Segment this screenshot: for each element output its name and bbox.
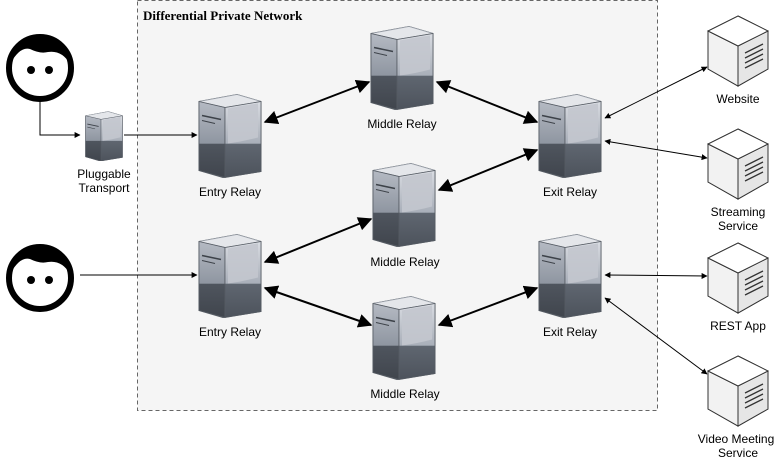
streaming-service-label-line2: Service	[718, 219, 758, 233]
exit-relay-2-server-icon	[538, 233, 602, 318]
entry-relay-2-label: Entry Relay	[199, 325, 261, 339]
middle-relay-3-label: Middle Relay	[370, 387, 439, 401]
video-meeting-label-line2: Service	[718, 446, 758, 460]
website-cube-icon	[707, 15, 769, 87]
rest-app-label: REST App	[710, 319, 766, 333]
edge-exit2-rest	[604, 272, 708, 279]
middle-relay-2-label: Middle Relay	[370, 255, 439, 269]
exit-relay-1-server-icon	[538, 93, 602, 178]
rest-app-cube-icon	[707, 242, 769, 314]
middle-relay-1-label: Middle Relay	[367, 117, 436, 131]
streaming-service-label-line1: Streaming	[711, 205, 766, 219]
middle-relay-1-server-icon	[370, 25, 434, 110]
exit-relay-2-label: Exit Relay	[543, 325, 597, 339]
edge-middle3-exit2	[437, 285, 539, 328]
edge-exit2-video	[604, 297, 708, 375]
video-meeting-cube-icon	[707, 355, 769, 427]
middle-relay-2-server-icon	[372, 162, 436, 247]
pluggable-transport-server-icon	[85, 111, 123, 161]
entry-relay-1-label: Entry Relay	[199, 185, 261, 199]
edge-user1-transport	[39, 100, 81, 138]
streaming-service-cube-icon	[707, 128, 769, 200]
exit-relay-1-label: Exit Relay	[543, 185, 597, 199]
video-meeting-label-line1: Video Meeting	[698, 432, 774, 446]
edge-exit1-streaming	[604, 138, 708, 161]
edge-entry2-middle2	[263, 217, 373, 264]
edge-middle2-exit1	[437, 148, 539, 192]
pluggable-transport-label-line2: Transport	[79, 181, 131, 195]
website-label: Website	[716, 92, 759, 106]
entry-relay-2-server-icon	[198, 233, 262, 318]
edge-exit1-website	[604, 66, 708, 119]
user-face-icon	[9, 37, 71, 99]
connections	[39, 66, 708, 375]
pluggable-transport-label-line1: Pluggable	[77, 167, 131, 181]
network-title: Differential Private Network	[143, 8, 303, 23]
edge-entry1-middle1	[263, 79, 371, 125]
user-face-icon	[9, 247, 71, 309]
middle-relay-3-server-icon	[372, 295, 436, 380]
edge-entry2-middle3	[263, 285, 373, 328]
entry-relay-1-server-icon	[198, 93, 262, 178]
edge-middle1-exit1	[435, 80, 539, 124]
